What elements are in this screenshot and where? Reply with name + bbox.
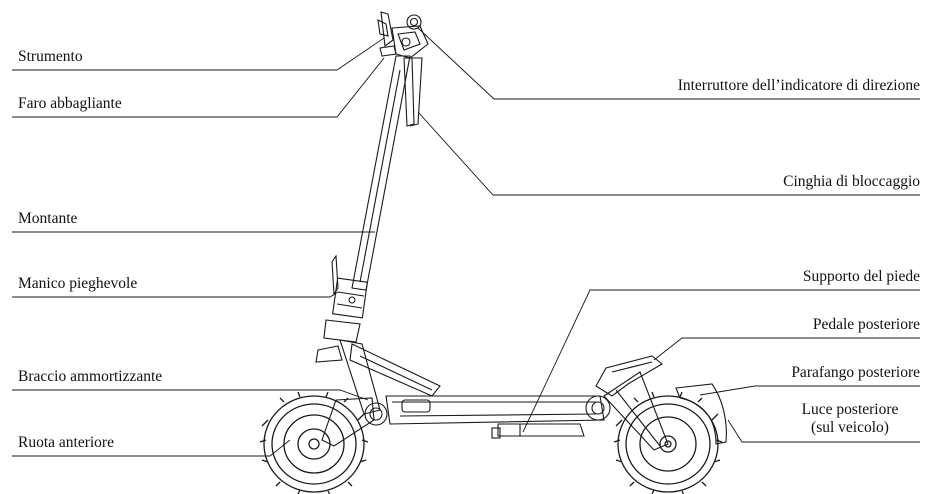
folding-clamp	[315, 254, 368, 363]
label-faro-abbagliante: Faro abbagliante	[18, 95, 122, 112]
rear-assembly	[585, 355, 727, 451]
leader-ruota	[12, 439, 291, 457]
leader-pedale	[653, 337, 920, 361]
label-luce-posteriore-note: (sul veicolo)	[811, 419, 889, 436]
stem	[351, 55, 423, 291]
leader-braccio	[12, 389, 369, 401]
label-interruttore-indicatore: Interruttore dell’indicatore di direzion…	[677, 77, 920, 94]
leader-interruttore	[417, 27, 920, 100]
label-supporto-piede: Supporto del piede	[802, 268, 920, 285]
label-cinghia-bloccaggio: Cinghia di bloccaggio	[783, 173, 920, 190]
handlebar-assembly	[377, 11, 429, 59]
leader-strumento	[12, 37, 385, 71]
leader-faro	[12, 57, 385, 118]
deck	[385, 395, 605, 439]
leader-lines	[12, 27, 920, 457]
label-strumento: Strumento	[18, 48, 83, 65]
leader-supporto	[522, 289, 920, 433]
leader-luce	[727, 419, 920, 443]
label-ruota-anteriore: Ruota anteriore	[18, 434, 114, 451]
label-montante: Montante	[18, 210, 78, 227]
label-braccio-ammortizzante: Braccio ammortizzante	[18, 368, 163, 385]
leader-cinghia	[417, 111, 920, 196]
leader-parafango	[699, 385, 920, 396]
label-luce-posteriore: Luce posteriore	[801, 401, 899, 418]
rear-wheel	[613, 391, 723, 494]
label-parafango-posteriore: Parafango posteriore	[791, 364, 920, 381]
front-wheel	[259, 391, 369, 494]
label-pedale-posteriore: Pedale posteriore	[812, 316, 920, 333]
label-manico-pieghevole: Manico pieghevole	[18, 275, 138, 292]
